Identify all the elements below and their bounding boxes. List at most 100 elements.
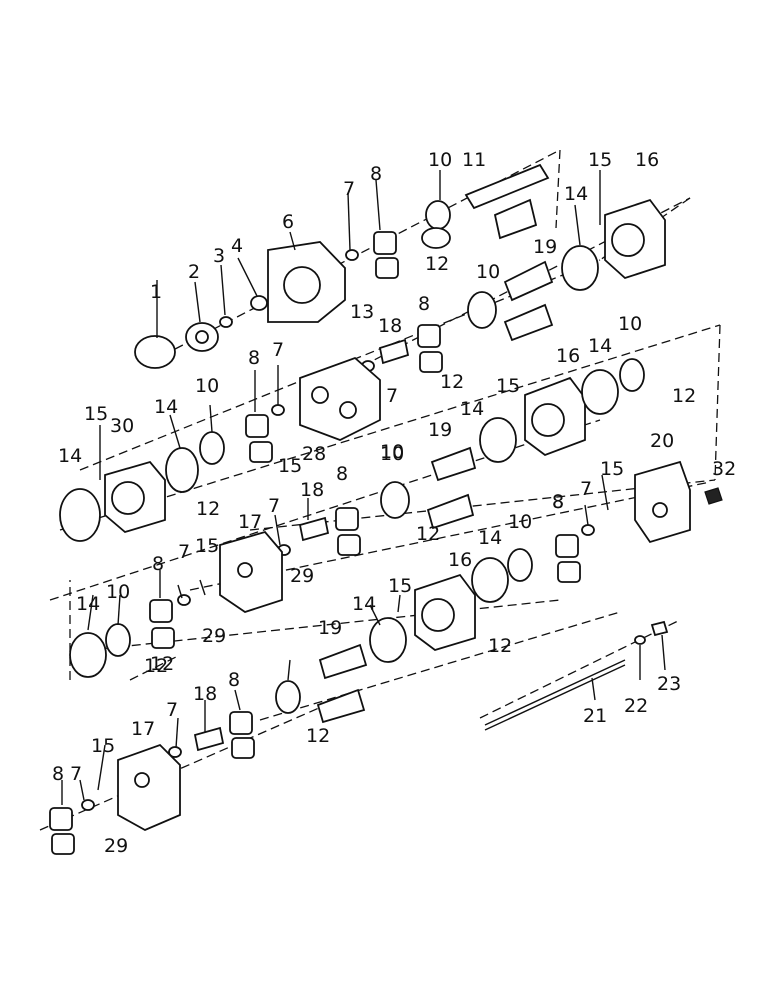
label-8i: 8 bbox=[228, 669, 240, 691]
gear-19a bbox=[503, 260, 554, 302]
gasket-14g bbox=[69, 632, 107, 678]
ring-4 bbox=[250, 295, 268, 311]
label-7b: 7 bbox=[386, 385, 398, 407]
flange-6-bore bbox=[283, 266, 321, 304]
label-12i: 12 bbox=[150, 653, 174, 675]
label-7: 7 bbox=[343, 178, 355, 200]
leader-lines bbox=[61, 170, 666, 805]
label-8g: 8 bbox=[152, 553, 164, 575]
spacer-18b bbox=[298, 516, 330, 542]
label-15g: 15 bbox=[195, 535, 219, 557]
label-10h: 10 bbox=[106, 581, 130, 603]
gear-19f bbox=[316, 688, 366, 724]
label-15i: 15 bbox=[91, 735, 115, 757]
label-7g: 7 bbox=[178, 541, 190, 563]
label-14f: 14 bbox=[588, 335, 612, 357]
label-29b: 29 bbox=[202, 625, 226, 647]
label-15e: 15 bbox=[496, 375, 520, 397]
label-32: 32 bbox=[712, 458, 736, 480]
label-12d: 12 bbox=[672, 385, 696, 407]
housing-16a-bore bbox=[611, 223, 645, 257]
plate-10g bbox=[507, 548, 533, 582]
bush-8i bbox=[555, 534, 579, 558]
label-12h: 12 bbox=[306, 725, 330, 747]
cover-17b-hole bbox=[134, 772, 150, 788]
label-20: 20 bbox=[650, 430, 674, 452]
label-29c: 29 bbox=[104, 835, 128, 857]
plate-10f bbox=[619, 358, 645, 392]
end-cover-20 bbox=[634, 460, 691, 544]
bush-8p bbox=[51, 833, 75, 855]
label-6: 6 bbox=[282, 211, 294, 233]
bush-8c bbox=[417, 324, 441, 348]
label-12g: 12 bbox=[488, 635, 512, 657]
label-4: 4 bbox=[231, 235, 243, 257]
tie-rod-21 bbox=[484, 659, 626, 726]
label-30: 30 bbox=[110, 415, 134, 437]
bush-8k bbox=[149, 599, 173, 623]
plate-10c bbox=[467, 291, 497, 329]
label-19b: 19 bbox=[428, 419, 452, 441]
ring-7a bbox=[345, 249, 359, 261]
label-16b: 16 bbox=[556, 345, 580, 367]
ring-7c bbox=[271, 404, 285, 416]
housing-30-bore bbox=[111, 481, 145, 515]
label-1: 1 bbox=[150, 281, 162, 303]
label-16: 16 bbox=[635, 149, 659, 171]
label-22: 22 bbox=[624, 695, 648, 717]
label-12e: 12 bbox=[416, 523, 440, 545]
bush-8e bbox=[245, 414, 269, 438]
gasket-14f bbox=[471, 557, 509, 603]
bush-8g bbox=[335, 507, 359, 531]
label-7i: 7 bbox=[70, 763, 82, 785]
ring-3 bbox=[219, 316, 233, 328]
label-8e: 8 bbox=[552, 491, 564, 513]
gear-19c bbox=[430, 446, 477, 482]
label-7d: 7 bbox=[272, 339, 284, 361]
label-8d: 8 bbox=[248, 347, 260, 369]
cover-28 bbox=[299, 356, 381, 441]
label-3: 3 bbox=[213, 245, 225, 267]
label-12c: 12 bbox=[196, 498, 220, 520]
label-15f: 15 bbox=[600, 458, 624, 480]
label-8f: 8 bbox=[336, 463, 348, 485]
label-28: 28 bbox=[302, 443, 326, 465]
label-12: 12 bbox=[425, 253, 449, 275]
label-18b: 18 bbox=[300, 479, 324, 501]
housing-16b-bore bbox=[531, 403, 565, 437]
gasket-14c bbox=[165, 447, 199, 493]
label-10f: 10 bbox=[618, 313, 642, 335]
plate-10a bbox=[425, 200, 451, 230]
ring-7e bbox=[581, 524, 595, 536]
label-2: 2 bbox=[188, 261, 200, 283]
cover-28-hole-b bbox=[339, 401, 357, 419]
gasket-14a bbox=[561, 245, 599, 291]
label-29: 29 bbox=[290, 565, 314, 587]
washer-22 bbox=[634, 635, 646, 645]
label-21: 21 bbox=[583, 705, 607, 727]
gasket-14b bbox=[59, 488, 101, 542]
label-8: 8 bbox=[370, 163, 382, 185]
label-10g: 10 bbox=[380, 443, 404, 465]
plate-10e bbox=[380, 481, 410, 519]
label-15: 15 bbox=[588, 149, 612, 171]
label-12b: 12 bbox=[440, 371, 464, 393]
label-14i: 14 bbox=[478, 527, 502, 549]
label-7h: 7 bbox=[166, 699, 178, 721]
label-10: 10 bbox=[428, 149, 452, 171]
bush-8j bbox=[557, 561, 581, 583]
bush-8n bbox=[231, 737, 255, 759]
label-14d: 14 bbox=[58, 445, 82, 467]
nut-32 bbox=[704, 487, 723, 505]
gear-19e bbox=[318, 643, 368, 680]
shaft-11 bbox=[464, 163, 550, 210]
label-15d: 15 bbox=[278, 455, 302, 477]
label-11: 11 bbox=[462, 149, 486, 171]
label-15c: 15 bbox=[84, 403, 108, 425]
label-10e: 10 bbox=[380, 441, 404, 463]
label-8b: 8 bbox=[418, 293, 430, 315]
bush-8o bbox=[49, 807, 73, 831]
housing-16c-bore bbox=[421, 598, 455, 632]
